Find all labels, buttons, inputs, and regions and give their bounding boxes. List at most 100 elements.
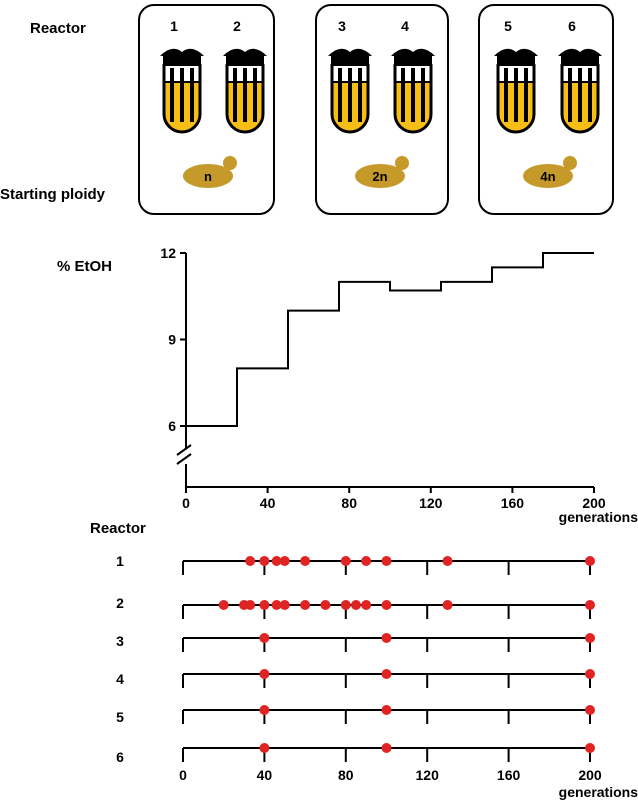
sample-point bbox=[442, 556, 453, 566]
tube-rod bbox=[190, 68, 194, 122]
tube-cap bbox=[497, 55, 535, 66]
tube-cap bbox=[226, 55, 264, 66]
cell-bud bbox=[223, 156, 237, 170]
tube-rod bbox=[358, 68, 362, 122]
sampling-reactor-heading: Reactor bbox=[90, 520, 146, 537]
y-tick-label: 9 bbox=[168, 332, 176, 348]
tube-cap bbox=[394, 55, 432, 66]
sample-point bbox=[442, 600, 453, 610]
ploidy-label: 4n bbox=[540, 169, 555, 184]
y-tick-label: 12 bbox=[160, 245, 176, 261]
sample-point bbox=[381, 705, 392, 715]
axis-break-mark bbox=[176, 444, 192, 456]
reactor-row-label: 5 bbox=[116, 709, 124, 725]
sample-point bbox=[279, 600, 290, 610]
sample-point bbox=[585, 669, 595, 679]
x-tick-label: 160 bbox=[501, 495, 525, 511]
reactor-number-label: 4 bbox=[401, 18, 409, 34]
tube-rod bbox=[588, 68, 592, 122]
reactor-row-label: 4 bbox=[116, 671, 124, 687]
tube-cap-top bbox=[223, 48, 267, 56]
tube-outline bbox=[330, 64, 370, 134]
tube-cap-top bbox=[328, 48, 372, 56]
x-axis-title: generations bbox=[559, 509, 638, 525]
reactor-number-label: 1 bbox=[170, 18, 178, 34]
tube-rod bbox=[568, 68, 572, 122]
sample-point bbox=[381, 669, 392, 679]
etoh-step-line bbox=[186, 252, 594, 427]
sample-point bbox=[271, 600, 282, 610]
cell-bud bbox=[563, 156, 577, 170]
sample-point bbox=[585, 600, 595, 610]
reactor-tube-icon bbox=[494, 48, 538, 134]
sample-point bbox=[340, 556, 351, 566]
sample-point bbox=[271, 556, 282, 566]
tube-outline bbox=[162, 64, 202, 134]
x-tick-label: 120 bbox=[416, 767, 440, 783]
tube-outline bbox=[496, 64, 536, 134]
x-tick-label: 160 bbox=[497, 767, 521, 783]
x-tick-label: 0 bbox=[179, 767, 187, 783]
reactor-number-label: 5 bbox=[504, 18, 512, 34]
yeast-cell-icon: n bbox=[183, 156, 237, 188]
tube-rod bbox=[421, 68, 425, 122]
sample-point bbox=[245, 556, 256, 566]
sample-point bbox=[259, 743, 270, 753]
tube-rod bbox=[514, 68, 518, 122]
sample-point bbox=[585, 743, 595, 753]
tube-cap-top bbox=[391, 48, 435, 56]
sample-point bbox=[381, 600, 392, 610]
tube-outline bbox=[225, 64, 265, 134]
reactor-row-label: 6 bbox=[116, 749, 124, 765]
tube-cap-top bbox=[558, 48, 602, 56]
axis-break-mark bbox=[176, 453, 192, 465]
reactor-tube-icon bbox=[223, 48, 267, 134]
x-tick-label: 120 bbox=[419, 495, 443, 511]
sample-point bbox=[381, 633, 392, 643]
sample-point bbox=[361, 600, 372, 610]
tube-cap bbox=[163, 55, 201, 66]
yeast-cell-icon: 2n bbox=[355, 156, 409, 188]
tube-rod bbox=[338, 68, 342, 122]
tube-cap-top bbox=[160, 48, 204, 56]
tube-rod bbox=[401, 68, 405, 122]
ploidy-label: 2n bbox=[372, 169, 387, 184]
sample-point bbox=[585, 633, 595, 643]
sample-point bbox=[585, 556, 595, 566]
x-tick-label: 0 bbox=[182, 495, 190, 511]
tube-rod bbox=[524, 68, 528, 122]
sample-point bbox=[361, 556, 372, 566]
sample-point bbox=[300, 600, 311, 610]
sample-point bbox=[350, 600, 361, 610]
tube-rod bbox=[411, 68, 415, 122]
x-tick-label: 200 bbox=[578, 767, 602, 783]
x-axis-title: generations bbox=[559, 784, 638, 800]
tube-rod bbox=[243, 68, 247, 122]
sample-point bbox=[585, 705, 595, 715]
tube-rod bbox=[348, 68, 352, 122]
ploidy-label: n bbox=[204, 169, 212, 184]
sample-point bbox=[218, 600, 229, 610]
sample-point bbox=[259, 633, 270, 643]
reactor-number-label: 6 bbox=[568, 18, 576, 34]
tube-rod bbox=[253, 68, 257, 122]
x-tick-label: 40 bbox=[257, 767, 273, 783]
x-tick-label: 80 bbox=[338, 767, 354, 783]
yeast-cell-icon: 4n bbox=[523, 156, 577, 188]
tube-rod bbox=[180, 68, 184, 122]
tube-cap bbox=[331, 55, 369, 66]
reactor-number-label: 3 bbox=[338, 18, 346, 34]
x-tick-label: 200 bbox=[582, 495, 606, 511]
reactor-tube-icon bbox=[391, 48, 435, 134]
cell-body bbox=[523, 164, 573, 188]
reactor-tube-icon bbox=[558, 48, 602, 134]
tube-outline bbox=[393, 64, 433, 134]
reactor-row-label: 1 bbox=[116, 553, 124, 569]
cell-body bbox=[183, 164, 233, 188]
cell-body bbox=[355, 164, 405, 188]
sample-point bbox=[340, 600, 351, 610]
reactor-tube-icon bbox=[328, 48, 372, 134]
reactor-number-label: 2 bbox=[233, 18, 241, 34]
